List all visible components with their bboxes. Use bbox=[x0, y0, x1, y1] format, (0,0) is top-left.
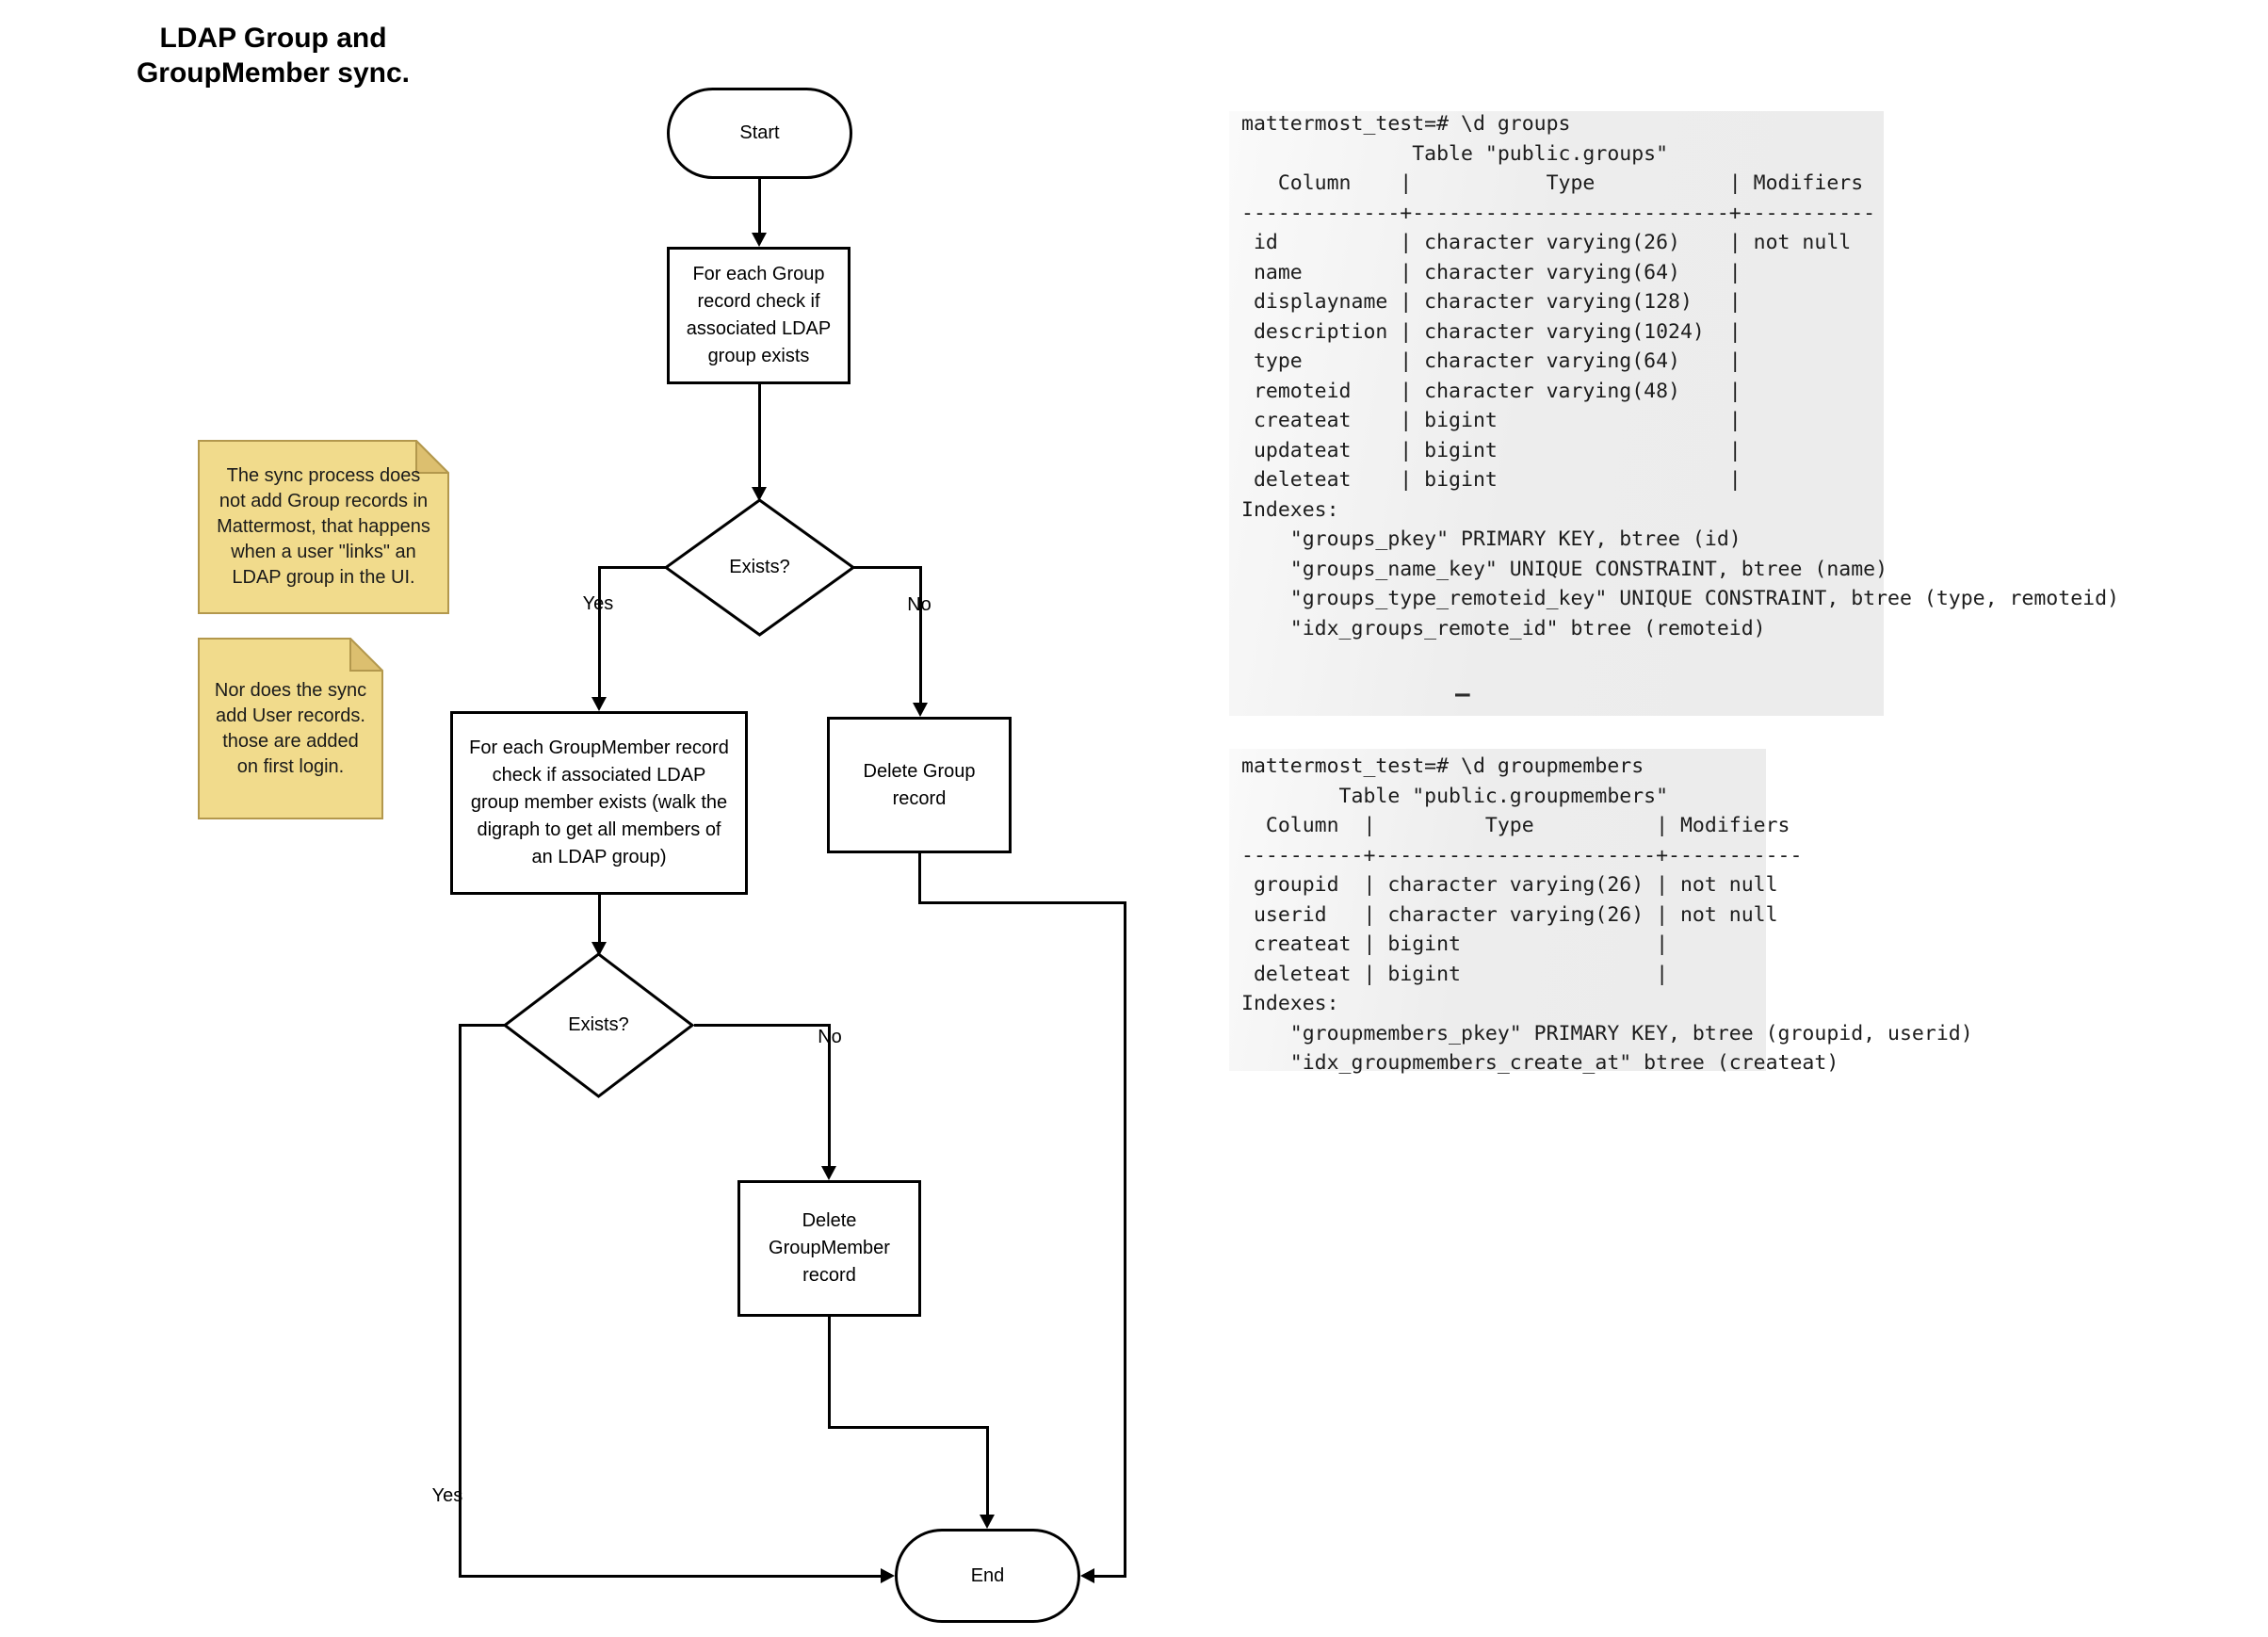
connector-checkgm-exists2 bbox=[598, 895, 601, 943]
arrowhead-icon bbox=[881, 1568, 895, 1583]
connector-deletegroup-end bbox=[918, 901, 1126, 904]
terminal-groups-background bbox=[1229, 111, 1884, 716]
start-node: Start bbox=[667, 88, 852, 179]
connector-exists2-no bbox=[694, 1024, 829, 1027]
connector-exists-no bbox=[850, 566, 920, 569]
arrowhead-icon bbox=[591, 942, 607, 956]
process-check-group-node: For each Group record check if associate… bbox=[667, 247, 850, 384]
connector-deletegroup-end bbox=[1124, 901, 1126, 1577]
sticky-note-text: Nor does the sync add User records. thos… bbox=[214, 679, 367, 777]
terminal-cursor: – bbox=[1455, 680, 1470, 708]
connector-exists2-yes bbox=[459, 1575, 881, 1578]
arrowhead-icon bbox=[913, 703, 928, 717]
terminal-groupmembers-table: mattermost_test=# \d groupmembers Table … bbox=[1241, 754, 1973, 1075]
connector-checkgroup-exists bbox=[758, 384, 761, 488]
decision-exists-groupmember-shape bbox=[503, 952, 694, 1098]
end-node: End bbox=[895, 1529, 1080, 1623]
process-check-groupmember-node: For each GroupMember record check if ass… bbox=[450, 711, 748, 895]
connector-start-checkgroup bbox=[758, 179, 761, 234]
connector-exists-no bbox=[919, 566, 922, 703]
arrowhead-icon bbox=[591, 697, 607, 711]
edge-label-yes: Yes bbox=[582, 593, 614, 614]
edge-label-yes: Yes bbox=[431, 1485, 463, 1506]
arrowhead-icon bbox=[752, 233, 767, 247]
sticky-note-shape bbox=[198, 638, 383, 819]
edge-label-no: No bbox=[818, 1027, 842, 1047]
decision-exists-group-label: Exists? bbox=[729, 557, 790, 577]
arrowhead-icon bbox=[1080, 1568, 1094, 1583]
connector-deletegm-end bbox=[986, 1426, 989, 1515]
arrowhead-icon bbox=[980, 1515, 995, 1529]
sticky-note-group-records: The sync process does not add Group reco… bbox=[198, 440, 449, 614]
connector-deletegroup-end bbox=[1093, 1575, 1126, 1578]
arrowhead-icon bbox=[821, 1166, 836, 1180]
arrowhead-icon bbox=[752, 487, 767, 501]
decision-exists-group-shape bbox=[664, 498, 855, 637]
edge-label-no: No bbox=[907, 594, 932, 615]
diagram-title: LDAP Group and GroupMember sync. bbox=[136, 23, 411, 89]
sticky-note-shape bbox=[198, 440, 449, 614]
terminal-groups-table: mattermost_test=# \d groups Table "publi… bbox=[1241, 112, 2119, 640]
sticky-note-user-records: Nor does the sync add User records. thos… bbox=[198, 638, 383, 819]
sticky-note-text: The sync process does not add Group reco… bbox=[217, 465, 430, 588]
connector-deletegm-end bbox=[828, 1426, 988, 1429]
connector-deletegm-end bbox=[828, 1317, 831, 1428]
connector-exists2-no bbox=[828, 1024, 831, 1167]
connector-exists-yes bbox=[599, 566, 669, 569]
connector-deletegroup-end bbox=[918, 853, 921, 903]
connector-exists2-yes bbox=[459, 1024, 462, 1577]
process-delete-group-node: Delete Group record bbox=[827, 717, 1012, 853]
connector-exists2-yes bbox=[460, 1024, 507, 1027]
connector-exists-yes bbox=[598, 566, 601, 698]
process-delete-groupmember-node: Delete GroupMember record bbox=[737, 1180, 921, 1317]
decision-exists-groupmember-label: Exists? bbox=[568, 1014, 629, 1035]
terminal-groupmembers-background bbox=[1229, 749, 1766, 1071]
